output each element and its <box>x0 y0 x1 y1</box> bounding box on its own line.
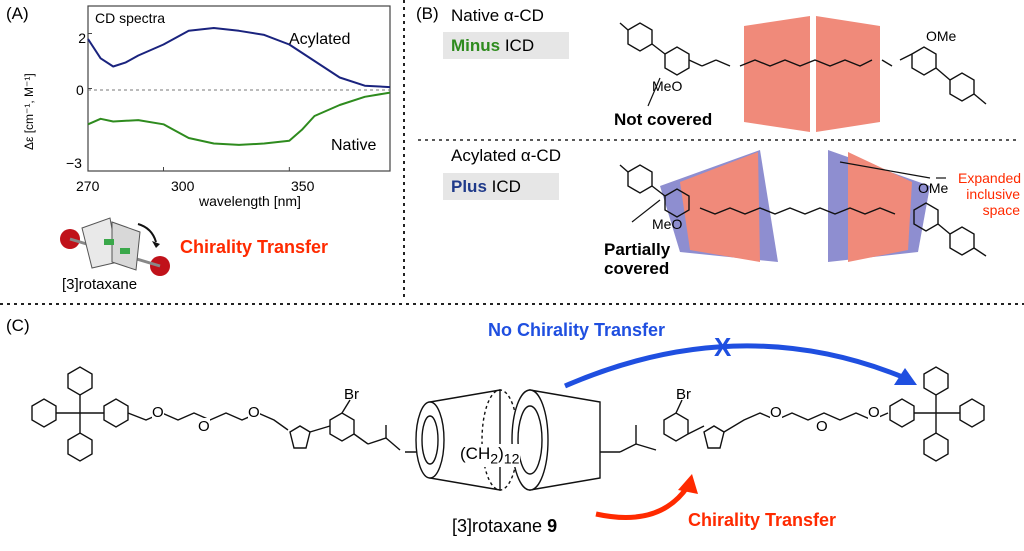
native-cd-shapes <box>744 16 880 132</box>
minus-rest: ICD <box>500 36 535 55</box>
cd-ring-right <box>111 221 141 271</box>
ytick-0: 0 <box>76 82 84 98</box>
expanded-line1: Expanded <box>958 170 1022 186</box>
ytick-minus3: −3 <box>66 155 82 171</box>
minus-icd-badge: Minus ICD <box>443 32 569 59</box>
xtick-270: 270 <box>76 178 100 194</box>
right-triazole-phenyl <box>619 399 725 453</box>
chart-title: CD spectra <box>95 10 166 26</box>
chirality-transfer-label-c: Chirality Transfer <box>688 510 837 530</box>
native-ome: OMe <box>926 28 957 44</box>
xtick-300: 300 <box>171 178 195 194</box>
native-meo: MeO <box>652 78 683 94</box>
series-line-acylated <box>87 27 391 89</box>
acylated-cd-title: Acylated α-CD <box>451 146 561 165</box>
partially-label: Partially <box>604 240 671 259</box>
panel-label-b: (B) <box>416 4 439 23</box>
ch2-close: ) <box>498 444 504 463</box>
pointer-not-covered <box>647 77 661 107</box>
acylated-cd-shapes <box>660 150 930 262</box>
acylated-meo: MeO <box>652 216 683 232</box>
acylated-molecule <box>619 164 987 257</box>
ether-o-4: O <box>816 418 828 435</box>
rotaxane-caption: [3]rotaxane <box>62 276 138 293</box>
left-triazole-phenyl <box>289 399 401 451</box>
xtick-350: 350 <box>291 178 315 194</box>
blocked-x-mark: X <box>714 332 732 362</box>
ether-o-1: O <box>152 404 164 421</box>
ch2-12-label: (CH2)12 <box>460 444 520 468</box>
expanded-line2: inclusive <box>966 186 1020 202</box>
expanded-line3: space <box>982 202 1020 218</box>
plus-rest: ICD <box>486 177 521 196</box>
plus-icd-badge: Plus ICD <box>443 173 559 200</box>
transfer-arrowhead <box>678 474 698 494</box>
pointer-expanded-1 <box>839 161 931 179</box>
legend-acylated: Acylated <box>289 31 351 48</box>
rotaxane-9-text: [3]rotaxane <box>452 516 548 536</box>
acylated-salmon-left <box>680 152 760 262</box>
ether-o-3: O <box>248 404 260 421</box>
ether-o-5: O <box>770 404 782 421</box>
rotaxane-9-caption: [3]rotaxane 9 <box>452 516 557 537</box>
legend-native: Native <box>331 137 377 154</box>
y-axis-label: Δε [cm⁻¹, M⁻¹] <box>22 73 36 150</box>
minus-word: Minus <box>451 36 501 55</box>
native-cd-title: Native α-CD <box>451 6 544 25</box>
pointer-partially-covered <box>631 199 661 223</box>
plus-word: Plus <box>451 177 487 196</box>
panel-label-a: (A) <box>6 4 29 23</box>
ch2-open: (CH <box>460 444 491 463</box>
native-cd-right <box>816 16 880 132</box>
ch2-sub12: 12 <box>503 451 520 468</box>
acylated-salmon-right <box>848 152 912 262</box>
chirality-transfer-label-a: Chirality Transfer <box>180 237 329 257</box>
ether-o-2: O <box>198 418 210 435</box>
transfer-arrow <box>595 484 691 520</box>
rotaxane-number: 9 <box>547 516 558 536</box>
no-transfer-arrowhead <box>894 368 917 385</box>
ch2-sub2: 2 <box>490 451 499 468</box>
left-br: Br <box>344 386 359 403</box>
x-axis-label: wavelength [nm] <box>199 193 301 209</box>
chart-series <box>87 27 391 146</box>
cd-cylinder-right <box>511 389 601 491</box>
native-molecule <box>619 22 987 105</box>
ether-o-6: O <box>868 404 880 421</box>
panel-label-c: (C) <box>6 316 30 335</box>
ytick-2: 2 <box>78 30 86 46</box>
rotaxane-pictogram <box>60 217 170 276</box>
covered-label: covered <box>604 259 670 278</box>
right-trityl-stopper <box>723 366 985 462</box>
right-br: Br <box>676 386 691 403</box>
rotation-arrow <box>137 223 157 243</box>
no-chirality-transfer-label: No Chirality Transfer <box>488 320 666 340</box>
series-line-native <box>87 91 391 146</box>
native-cd-left <box>744 16 810 132</box>
cd-cylinder-left <box>415 389 519 491</box>
no-transfer-arrow <box>564 343 906 389</box>
chart-ticks <box>87 33 290 172</box>
not-covered-label: Not covered <box>614 110 713 129</box>
acylated-ome: OMe <box>918 180 949 196</box>
